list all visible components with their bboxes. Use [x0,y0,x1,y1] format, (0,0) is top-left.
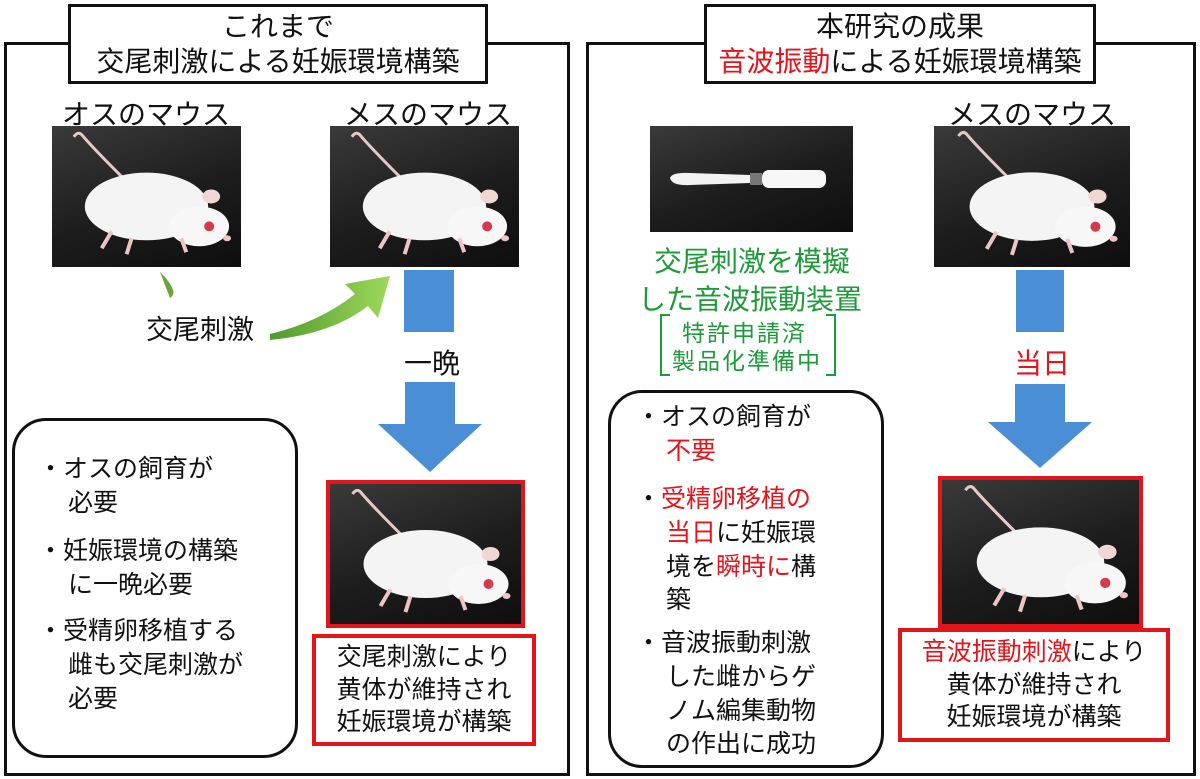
right-result-red-text: 音波振動刺激 [921,637,1072,667]
left-blue-bar [404,270,454,332]
mating-stimulus-label: 交尾刺激 [146,315,254,346]
left-title-line2: 交尾刺激による妊娠環境構築 [96,45,460,78]
bullet-mark: ・ [636,402,662,431]
right-bullet-2-line2: 当日に妊娠環 [636,516,816,550]
bullet-mark: ・ [636,628,662,657]
right-bullet-2-line4: 築 [666,585,692,615]
left-result-line2: 黄体が維持され [336,674,512,704]
left-result-mouse-photo [330,484,521,624]
left-female-mouse-photo [330,126,519,267]
right-down-arrow [988,384,1092,468]
left-down-arrow [378,382,482,472]
right-bullet-2-line2-rest: に妊娠環 [716,517,817,547]
right-bullet-2-line3: 境を瞬時に構 [636,550,816,584]
left-title-box: これまで 交尾刺激による妊娠環境構築 [68,4,488,84]
right-bullet-2-red-sameday: 当日 [666,517,717,547]
patent-line1: 特許申請済 [682,321,807,347]
right-bullet-2-red-instant: 瞬時に [716,551,792,581]
right-bullet-3-line4: の作出に成功 [666,729,817,759]
left-female-mouse-label: メスのマウス [344,98,513,131]
right-result-line3: 妊娠環境が構築 [946,702,1122,732]
mouse-image [350,131,510,255]
right-bullets-box [608,390,884,768]
left-bullet-2-line1: 妊娠環境の構築 [63,536,239,565]
mouse-image [957,130,1118,256]
same-day-label: 当日 [1014,347,1071,380]
left-result-line1: 交尾刺激により [336,642,512,672]
left-bullet-3-line2: 雌も交尾刺激が [68,649,244,679]
patent-bracket-left [660,314,670,376]
sonic-device-photo [650,126,853,232]
right-title-red-text: 音波振動 [718,45,831,78]
right-result-mouse-photo [942,480,1139,624]
left-bullet-3: ・受精卵移植する 雌も交尾刺激が 必要 [38,614,243,715]
right-title-box: 本研究の成果 音波振動による妊娠環境構築 [704,4,1096,84]
left-result-line3: 妊娠環境が構築 [336,707,512,737]
right-title-line1: 本研究の成果 [815,10,984,43]
right-blue-bar [1016,270,1064,332]
right-female-mouse-photo [934,126,1130,267]
left-result-box: 交尾刺激により 黄体が維持され 妊娠環境が構築 [312,634,536,746]
right-bullet-1-line1: オスの飼育が [661,402,812,431]
right-bullet-2-line1: 受精卵移植の [661,484,812,513]
mouse-image [72,131,232,255]
male-mouse-photo [52,126,241,267]
right-bullet-2-line3-a: 境を [666,551,717,581]
left-bullet-2-line2: に一晩必要 [68,569,194,599]
right-result-photo-frame [938,476,1143,628]
right-result-box: 音波振動刺激により 黄体が維持され 妊娠環境が構築 [898,628,1170,742]
patent-line2: 製品化準備中 [672,349,822,375]
bullet-mark: ・ [636,484,662,513]
device-caption-line1: 交尾刺激を模擬 [654,245,851,278]
device-caption-line2: した音波振動装置 [638,283,863,316]
left-title-line1: これまで [221,10,334,43]
right-bullet-3-line2: した雌からゲ [666,661,817,691]
right-result-line1: 音波振動刺激により [922,636,1147,669]
patent-bracket-right [826,314,836,376]
bullet-mark: ・ [38,536,64,565]
right-bullet-1: ・オスの飼育が 不要 [636,400,811,468]
left-bullet-1-line2: 必要 [68,487,119,517]
bullet-mark: ・ [38,454,64,483]
right-bullet-3: ・音波振動刺激 した雌からゲ ノム編集動物 の作出に成功 [636,626,816,761]
mouse-image [964,485,1128,613]
right-result-rest-text: により [1071,637,1147,667]
right-title-rest-text: による妊娠環境構築 [830,45,1082,78]
left-bullets-box [12,418,298,758]
left-bullet-1-line1: オスの飼育が [63,454,214,483]
left-bullet-1: ・オスの飼育が 必要 [38,452,213,520]
left-bullet-2: ・妊娠環境の構築 に一晩必要 [38,534,238,602]
right-bullet-3-line1: 音波振動刺激 [661,628,812,657]
bullet-mark: ・ [38,616,64,645]
right-bullet-2: ・受精卵移植の 当日に妊娠環 境を瞬時に構 築 [636,482,816,617]
mating-stimulus-curved-arrow [160,272,390,340]
left-bullet-3-line1: 受精卵移植する [63,616,239,645]
right-bullet-2-line3-b: 構 [791,551,817,581]
right-female-mouse-label: メスのマウス [948,98,1117,131]
male-mouse-label: オスのマウス [62,98,231,131]
sonic-device-image [670,170,826,188]
right-bullet-1-line2: 不要 [666,435,717,465]
left-bullet-3-line3: 必要 [68,683,119,713]
right-result-line2: 黄体が維持され [946,669,1122,699]
mouse-image [351,488,511,613]
right-title-line2: 音波振動による妊娠環境構築 [718,44,1081,79]
right-bullet-3-line3: ノム編集動物 [666,695,817,725]
overnight-label: 一晩 [404,347,461,380]
left-result-photo-frame [326,480,525,628]
